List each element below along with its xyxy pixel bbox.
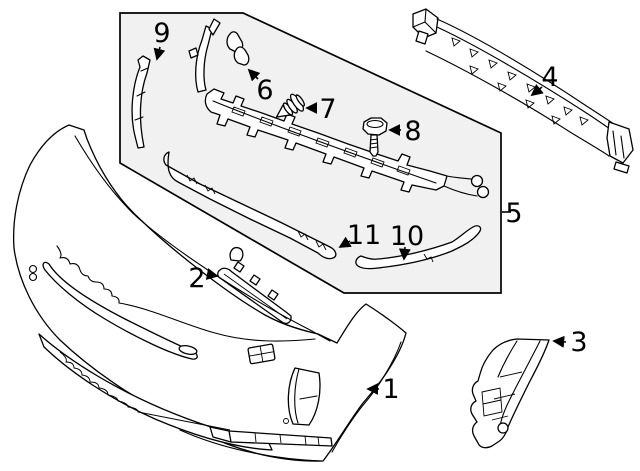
grille-support-bar-drawing xyxy=(188,18,490,199)
part-11-drawing xyxy=(163,151,337,260)
part-11-outline xyxy=(163,151,337,260)
bumper-left-oval-vent xyxy=(178,345,198,355)
callout-9-label[interactable]: 9 xyxy=(153,18,170,49)
part-8-threads xyxy=(369,138,379,149)
callout-4-label[interactable]: 4 xyxy=(541,62,558,93)
callout-10[interactable]: 10 xyxy=(390,221,424,261)
part-4-mid-ridge xyxy=(436,26,617,134)
callout-2-label[interactable]: 2 xyxy=(188,263,205,294)
part-6-lobe-b xyxy=(233,46,250,66)
part-3-cross-lines xyxy=(491,371,523,421)
part-10-clip-mark xyxy=(423,253,434,263)
bumper-cut-line-tab xyxy=(229,246,244,262)
callout-7[interactable]: 7 xyxy=(305,94,337,125)
support-tower-prong xyxy=(208,18,221,36)
support-tower-tab xyxy=(188,47,199,59)
callout-8-label[interactable]: 8 xyxy=(404,116,421,147)
part-8-shank xyxy=(369,134,379,157)
callout-6-arrow xyxy=(247,68,261,82)
callout-1-label[interactable]: 1 xyxy=(382,374,399,405)
callout-2-arrow xyxy=(205,268,219,280)
support-bar-slots xyxy=(231,106,411,176)
part-2-post-3 xyxy=(267,289,279,301)
support-bar-ridge xyxy=(212,100,437,184)
callout-6[interactable]: 6 xyxy=(247,68,274,106)
bumper-top-flange-line xyxy=(74,135,331,342)
assembly-box xyxy=(119,12,502,294)
callout-7-label[interactable]: 7 xyxy=(319,94,336,125)
part-3-inner-rect xyxy=(481,387,503,417)
support-bar-ring-clip-upper xyxy=(470,174,484,188)
part-4-drawing xyxy=(412,8,634,174)
part-4-bottom-edge xyxy=(425,50,610,157)
support-bar-ring-bracket xyxy=(443,175,478,197)
part-2-post-1 xyxy=(233,261,245,273)
bumper-vent-hole xyxy=(283,418,289,424)
bumper-hole-upper xyxy=(28,264,38,274)
bumper-chin-slat-dividers xyxy=(254,432,320,446)
part-8-head-top xyxy=(366,119,384,129)
part-4-top-edge xyxy=(436,18,621,129)
part-9-hatch xyxy=(134,67,149,121)
part-3-hole xyxy=(497,422,509,434)
callout-4[interactable]: 4 xyxy=(530,62,559,97)
callout-5[interactable]: 5 xyxy=(502,198,523,229)
bumper-hole-lower xyxy=(28,272,38,282)
bumper-chin-slat-band xyxy=(209,426,333,447)
callout-8[interactable]: 8 xyxy=(388,116,422,147)
callout-3-label[interactable]: 3 xyxy=(570,327,587,358)
part-4-right-foot xyxy=(613,161,630,174)
callout-3-arrow xyxy=(552,335,567,348)
part-3-ridge-1 xyxy=(499,340,541,428)
bumper-arch-inner-line xyxy=(331,341,402,453)
part-4-left-hole xyxy=(415,30,429,45)
part-4-right-plate-lines xyxy=(612,130,625,159)
part-8-drawing xyxy=(362,117,388,157)
bumper-fender-cut-line xyxy=(56,245,316,342)
part-3-drawing xyxy=(470,338,550,449)
part-3-outline xyxy=(470,338,550,449)
part-6-drawing xyxy=(226,31,250,66)
callout-9-arrow xyxy=(153,46,166,61)
callout-6-label[interactable]: 6 xyxy=(256,75,273,106)
callout-1[interactable]: 1 xyxy=(366,374,400,405)
part-4-right-plate xyxy=(606,121,634,164)
callout-5-label[interactable]: 5 xyxy=(505,198,522,229)
part-4-notches xyxy=(451,37,589,126)
callout-3[interactable]: 3 xyxy=(552,327,588,358)
bumper-side-vent-lines xyxy=(294,368,318,424)
callout-9[interactable]: 9 xyxy=(153,18,171,61)
bumper-lower-grille-jag xyxy=(59,351,231,431)
bumper-emblem-grid xyxy=(249,345,274,362)
part-9-outline xyxy=(131,55,151,149)
callout-11-label[interactable]: 11 xyxy=(347,220,381,251)
part-1-drawing xyxy=(12,124,407,462)
part-3-ridge-2 xyxy=(497,340,518,378)
callout-11[interactable]: 11 xyxy=(338,220,381,251)
part-9-drawing xyxy=(131,55,151,149)
bumper-skid-line xyxy=(179,429,323,462)
callout-2[interactable]: 2 xyxy=(188,263,219,294)
callout-10-label[interactable]: 10 xyxy=(390,221,424,252)
part-11-clip-marks xyxy=(186,174,327,251)
part-7-cap xyxy=(295,94,306,107)
part-7-drawing xyxy=(275,93,306,118)
part-4-left-cap-edges xyxy=(412,8,437,34)
part-2-post-2 xyxy=(249,274,261,286)
callout-4-arrow xyxy=(530,83,544,97)
callout-11-arrow xyxy=(338,236,352,248)
callout-10-arrow xyxy=(398,246,411,261)
support-bar-ring-clip-lower xyxy=(476,185,490,199)
